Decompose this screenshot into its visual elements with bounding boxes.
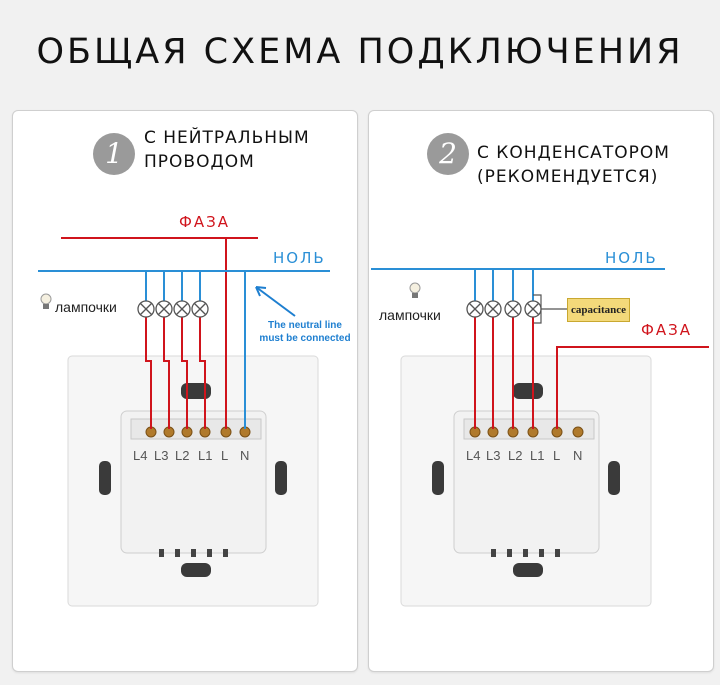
heading-line-2: (РЕКОМЕНДУЕТСЯ) bbox=[477, 167, 659, 187]
terminal-label-l3: L3 bbox=[486, 448, 501, 463]
heading-line-1: С НЕЙТРАЛЬНЫМ bbox=[144, 128, 310, 148]
lamp-wire-l1 bbox=[199, 317, 206, 429]
terminal-label-l4: L4 bbox=[466, 448, 481, 463]
phase-label: ФАЗА bbox=[179, 213, 231, 231]
heading-line-2: ПРОВОДОМ bbox=[144, 152, 255, 172]
light-bulb-icon bbox=[409, 282, 421, 298]
terminal-screw-n bbox=[572, 426, 584, 438]
lamp-symbol bbox=[524, 300, 542, 318]
note-arrow bbox=[255, 286, 296, 317]
vent bbox=[507, 549, 512, 557]
mount-slot-right bbox=[608, 461, 620, 495]
terminal-label-l2: L2 bbox=[175, 448, 190, 463]
vent bbox=[175, 549, 180, 557]
lamp-symbol bbox=[137, 300, 155, 318]
lamp-symbol bbox=[155, 300, 173, 318]
lamps-label: лампочки bbox=[379, 307, 441, 323]
neutral-note: The neutral line must be connected bbox=[253, 319, 357, 345]
phase-line bbox=[556, 346, 709, 429]
lamp-symbol bbox=[466, 300, 484, 318]
terminal-label-n: N bbox=[240, 448, 250, 463]
lamp-wire-l4 bbox=[145, 317, 152, 429]
lamp-symbol bbox=[173, 300, 191, 318]
terminal-label-l1: L1 bbox=[530, 448, 545, 463]
diagram-panel-capacitor: 2 С КОНДЕНСАТОРОМ (РЕКОМЕНДУЕТСЯ) bbox=[368, 110, 714, 672]
lamp-wire-l2 bbox=[181, 317, 188, 429]
note-line-2: must be connected bbox=[259, 333, 351, 344]
lamp-wire-l3 bbox=[163, 317, 170, 429]
vent bbox=[491, 549, 496, 557]
wiring-diagram bbox=[38, 237, 330, 607]
lamp-symbol bbox=[191, 300, 209, 318]
terminal-label-l4: L4 bbox=[133, 448, 148, 463]
capacitor-box: capacitance bbox=[567, 298, 630, 322]
terminal-label-l: L bbox=[221, 448, 229, 463]
page-title: ОБЩАЯ СХЕМА ПОДКЛЮЧЕНИЯ bbox=[36, 32, 684, 72]
neutral-label: НОЛЬ bbox=[605, 249, 658, 267]
vent bbox=[539, 549, 544, 557]
mount-slot-left bbox=[432, 461, 444, 495]
step-number-badge: 1 bbox=[93, 133, 135, 175]
lamps-label: лампочки bbox=[55, 299, 117, 315]
terminal-label-n: N bbox=[573, 448, 583, 463]
light-bulb-icon bbox=[40, 293, 52, 309]
lamp-symbol bbox=[504, 300, 522, 318]
terminal-label-l: L bbox=[553, 448, 561, 463]
phase-label: ФАЗА bbox=[641, 321, 693, 339]
panel-heading: С КОНДЕНСАТОРОМ (РЕКОМЕНДУЕТСЯ) bbox=[477, 141, 670, 189]
step-number-badge: 2 bbox=[427, 133, 469, 175]
neutral-label: НОЛЬ bbox=[273, 249, 326, 267]
mount-slot-left bbox=[99, 461, 111, 495]
mount-slot-bottom bbox=[181, 563, 211, 577]
terminal-label-l2: L2 bbox=[508, 448, 523, 463]
terminal-label-l1: L1 bbox=[198, 448, 213, 463]
mount-slot-top bbox=[181, 383, 211, 399]
mount-slot-bottom bbox=[513, 563, 543, 577]
panel-heading: С НЕЙТРАЛЬНЫМ ПРОВОДОМ bbox=[144, 126, 310, 174]
heading-line-1: С КОНДЕНСАТОРОМ bbox=[477, 143, 670, 163]
vent bbox=[207, 549, 212, 557]
note-line-1: The neutral line bbox=[268, 320, 342, 331]
vent bbox=[159, 549, 164, 557]
diagram-panel-neutral: 1 С НЕЙТРАЛЬНЫМ ПРОВОДОМ bbox=[12, 110, 358, 672]
vent bbox=[191, 549, 196, 557]
vent bbox=[555, 549, 560, 557]
terminal-label-l3: L3 bbox=[154, 448, 169, 463]
wiring-diagram bbox=[371, 268, 709, 607]
mount-slot-top bbox=[513, 383, 543, 399]
mount-slot-right bbox=[275, 461, 287, 495]
vent bbox=[223, 549, 228, 557]
vent bbox=[523, 549, 528, 557]
lamp-symbol bbox=[484, 300, 502, 318]
